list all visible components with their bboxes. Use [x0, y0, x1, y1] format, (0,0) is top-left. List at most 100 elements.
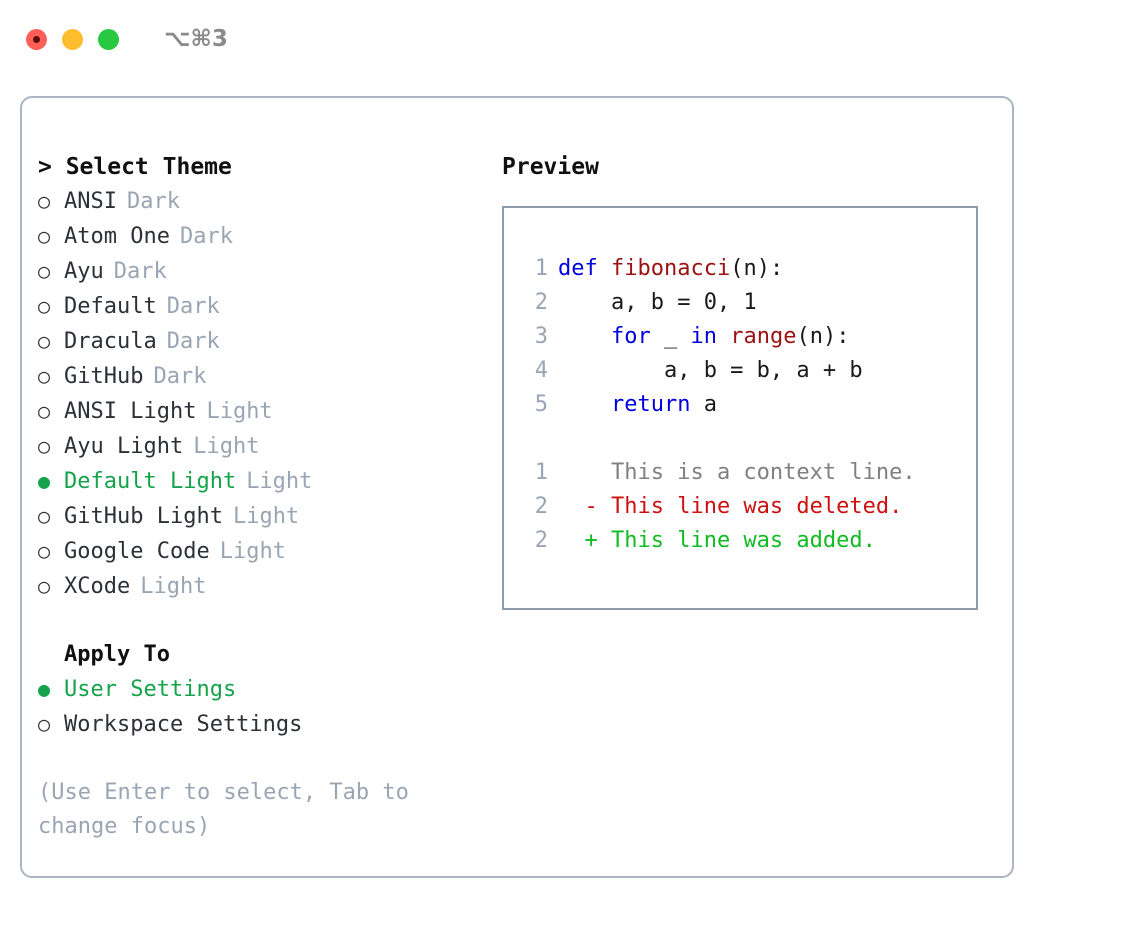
section-spacer — [38, 604, 498, 638]
theme-option-row[interactable]: ○ Ayu Light Light — [38, 429, 498, 464]
code-line-number: 5 — [534, 392, 548, 417]
theme-option-row[interactable]: ○ Google Code Light — [38, 534, 498, 569]
code-token-pl: a, b = 0, 1 — [558, 290, 757, 315]
keyboard-shortcut-label: ⌥⌘3 — [164, 26, 228, 52]
theme-variant-tag: Light — [232, 504, 300, 529]
code-token-pl: _ — [650, 324, 691, 349]
theme-variant-tag: Light — [206, 399, 273, 424]
apply-to-option-row[interactable]: ● User Settings — [38, 672, 498, 707]
radio-unselected-icon: ○ — [38, 189, 51, 213]
code-line-number: 2 — [534, 290, 548, 315]
preview-header: Preview — [502, 154, 599, 180]
code-token-pl: a — [690, 392, 717, 417]
code-token-pl — [558, 392, 611, 417]
code-diff-spacer — [520, 422, 976, 456]
minimize-button-icon[interactable] — [62, 28, 83, 50]
apply-to-list: ● User Settings ○Workspace Settings — [38, 672, 498, 742]
theme-variant-tag: Dark — [166, 294, 220, 319]
theme-variant-tag: Light — [219, 539, 286, 564]
diff-line-content-del: - This line was deleted. — [558, 494, 903, 519]
code-token-fn: range — [730, 324, 797, 349]
radio-unselected-icon: ○ — [38, 329, 51, 353]
code-line-content: def fibonacci(n): — [558, 252, 783, 286]
diff-sample-block: 1 This is a context line.2 - This line w… — [520, 456, 976, 558]
apply-to-option-label: User Settings — [64, 677, 237, 702]
theme-option-row[interactable]: ○ Atom One Dark — [38, 219, 498, 254]
diff-line-number: 1 — [534, 460, 548, 485]
theme-option-row[interactable]: ○ ANSI Light Light — [38, 394, 498, 429]
theme-option-row[interactable]: ○ GitHub Light Light — [38, 499, 498, 534]
code-token-kw: def — [558, 256, 611, 281]
apply-to-option-row[interactable]: ○Workspace Settings — [38, 707, 498, 742]
theme-option-row[interactable]: ○ Default Dark — [38, 289, 498, 324]
diff-line: 1 This is a context line. — [520, 456, 976, 490]
theme-option-label: Google Code — [64, 539, 210, 564]
maximize-button-icon[interactable] — [98, 28, 119, 50]
window-title-bar: ⌥⌘3 — [0, 0, 1140, 78]
theme-option-label: Ayu — [64, 259, 104, 284]
code-token-kw: for — [610, 324, 651, 349]
code-token-pl: a, b = b, a + b — [558, 358, 863, 383]
radio-unselected-icon: ○ — [38, 259, 51, 283]
code-token-pl — [558, 324, 611, 349]
code-line: 4 a, b = b, a + b — [520, 354, 976, 388]
code-line-number: 1 — [534, 256, 548, 281]
radio-unselected-icon: ○ — [38, 504, 51, 528]
diff-line-number: 2 — [534, 528, 548, 553]
theme-variant-tag: Light — [140, 574, 207, 599]
theme-option-label: ANSI — [64, 189, 117, 214]
theme-option-row[interactable]: ○ Dracula Dark — [38, 324, 498, 359]
code-line-number: 3 — [534, 324, 548, 349]
theme-option-label: Ayu Light — [64, 434, 184, 459]
close-button-icon[interactable] — [26, 28, 47, 50]
code-line-number: 4 — [534, 358, 548, 383]
theme-variant-tag: Light — [193, 434, 260, 459]
radio-unselected-icon: ○ — [38, 294, 51, 318]
diff-line: 2 - This line was deleted. — [520, 490, 976, 524]
code-line-content: a, b = 0, 1 — [558, 286, 757, 320]
code-token-pl: (n): — [730, 256, 784, 281]
radio-selected-icon: ● — [38, 469, 51, 493]
radio-unselected-icon: ○ — [38, 434, 51, 458]
close-button-inner-dot — [33, 35, 40, 43]
code-line-content: return a — [558, 388, 717, 422]
theme-variant-tag: Dark — [113, 259, 167, 284]
theme-option-label: GitHub Light — [64, 504, 223, 529]
apply-to-option-label: Workspace Settings — [64, 712, 303, 737]
code-token-pl — [717, 324, 730, 349]
theme-variant-tag: Dark — [179, 224, 233, 249]
radio-unselected-icon: ○ — [38, 364, 51, 388]
theme-option-label: Dracula — [64, 329, 157, 354]
help-hint-text: (Use Enter to select, Tab to change focu… — [38, 780, 423, 839]
theme-option-label: Atom One — [64, 224, 170, 249]
theme-option-label: ANSI Light — [64, 399, 197, 424]
theme-variant-tag: Dark — [153, 364, 207, 389]
code-line-content: for _ in range(n): — [558, 320, 849, 354]
code-token-kw: in — [690, 324, 717, 349]
diff-line-content-add: + This line was added. — [558, 528, 876, 553]
radio-unselected-icon: ○ — [38, 539, 51, 563]
diff-line: 2 + This line was added. — [520, 524, 976, 558]
radio-selected-icon: ● — [38, 677, 51, 701]
diff-line-content-ctx: This is a context line. — [558, 460, 916, 485]
theme-variant-tag: Light — [246, 469, 313, 494]
code-line: 2 a, b = 0, 1 — [520, 286, 976, 320]
theme-option-row[interactable]: ○ Ayu Dark — [38, 254, 498, 289]
radio-unselected-icon: ○ — [38, 224, 51, 248]
code-line-content: a, b = b, a + b — [558, 354, 863, 388]
diff-line-number: 2 — [534, 494, 548, 519]
code-token-kw: return — [610, 392, 691, 417]
theme-variant-tag: Dark — [166, 329, 220, 354]
radio-unselected-icon: ○ — [38, 399, 51, 423]
theme-option-label: Default — [64, 294, 157, 319]
